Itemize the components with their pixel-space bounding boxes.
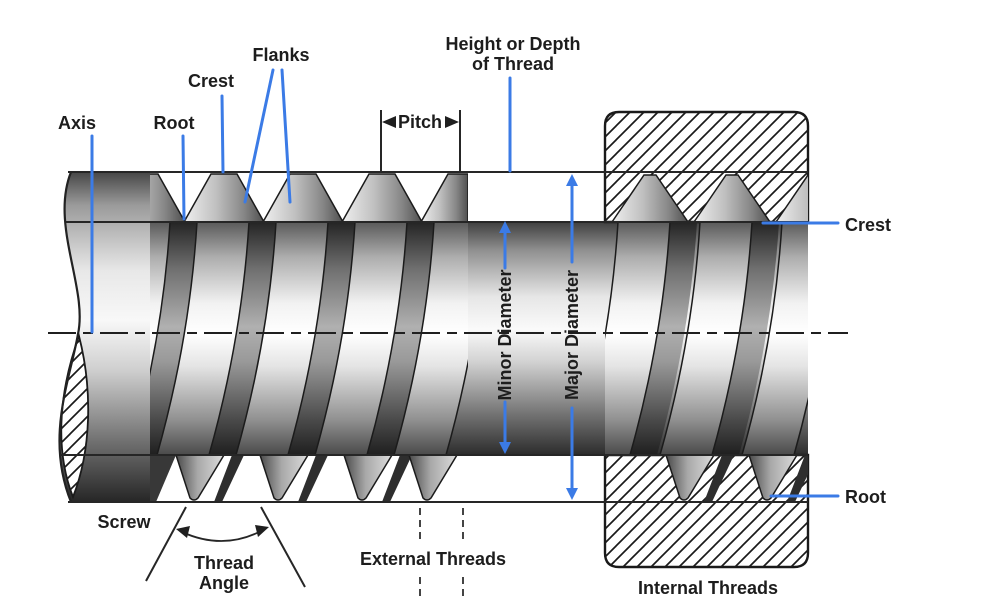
leader-lines	[90, 68, 840, 500]
screw-shank	[58, 171, 150, 503]
pitch-label: Pitch	[398, 112, 442, 132]
flanks-leader-line-right	[280, 68, 292, 204]
root-left-leader-line	[181, 134, 186, 221]
crest-right-label: Crest	[845, 215, 891, 235]
thread-angle-annotation	[145, 506, 306, 588]
thread-angle-label-line2: Angle	[199, 573, 249, 593]
diameter-lines	[60, 171, 808, 503]
nut-lower-hatch-block	[603, 453, 810, 569]
major-diameter-arrow	[566, 174, 578, 500]
axis-label: Axis	[58, 113, 96, 133]
root-right-label: Root	[845, 487, 886, 507]
minor-diameter-arrow	[499, 221, 511, 454]
crest-left-leader-line	[220, 94, 225, 174]
external-threads-label: External Threads	[360, 549, 506, 569]
flanks-label: Flanks	[252, 45, 309, 65]
external-thread-region	[150, 173, 468, 502]
height-depth-label-line2: of Thread	[472, 54, 554, 74]
pitch-dimension	[380, 110, 461, 171]
external-threads-callout-lines	[419, 508, 464, 598]
thread-angle-label-line1: Thread	[194, 553, 254, 573]
major-diameter-label: Major Diameter	[562, 270, 582, 400]
flanks-leader-line-left	[243, 68, 275, 204]
screw-label: Screw	[97, 512, 151, 532]
internal-threads-label: Internal Threads	[638, 578, 778, 598]
root-left-label: Root	[154, 113, 195, 133]
crest-left-label: Crest	[188, 71, 234, 91]
height-depth-label-line1: Height or Depth	[446, 34, 581, 54]
thread-in-nut-region	[605, 174, 808, 502]
minor-diameter-label: Minor Diameter	[495, 269, 515, 400]
